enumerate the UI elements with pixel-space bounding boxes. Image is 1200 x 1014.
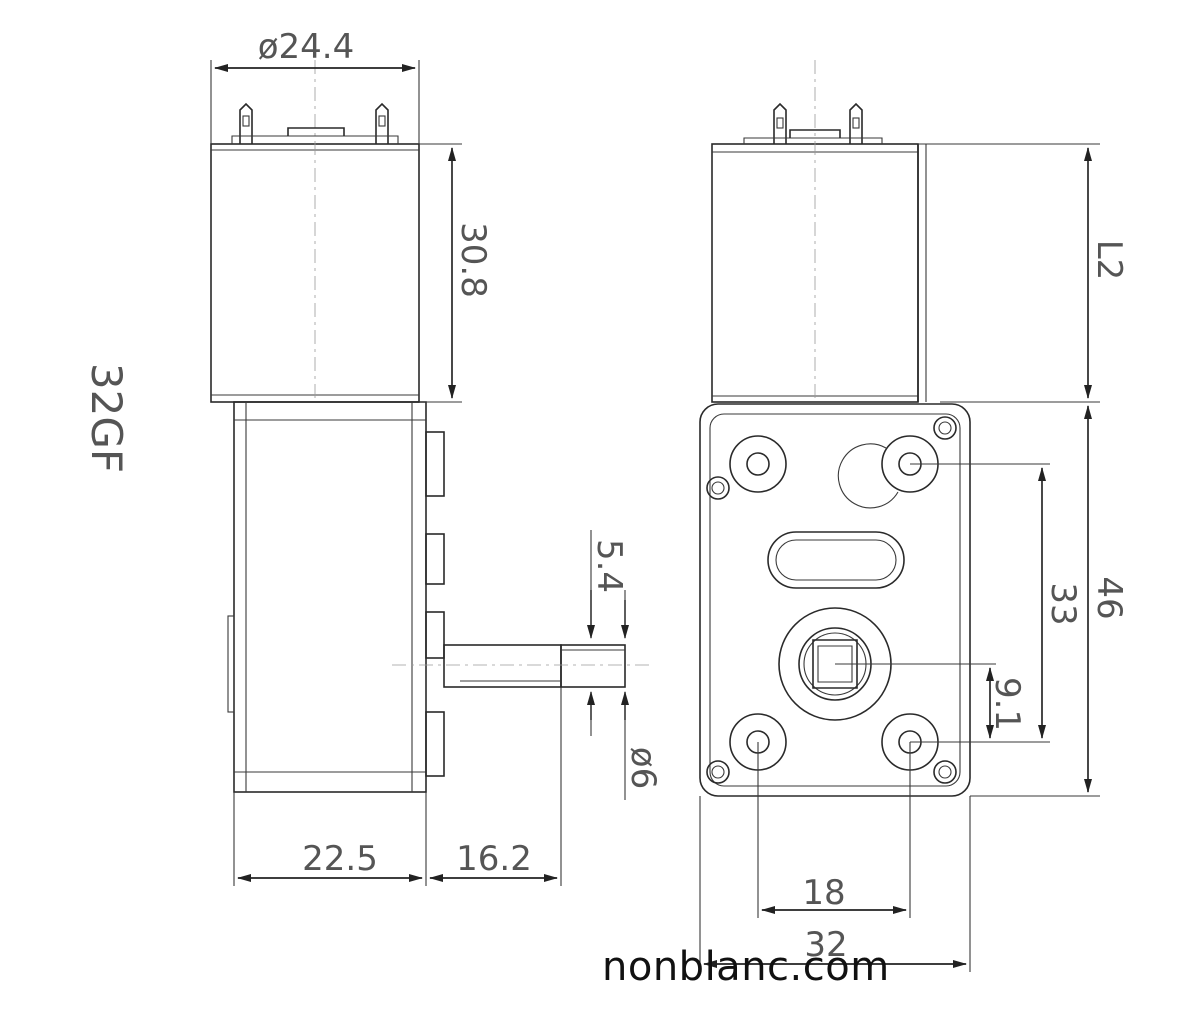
gearbox-plate-front (699, 403, 971, 797)
dim-label-motor-length-side: L2 (1089, 240, 1129, 281)
dim-shaft-length (429, 687, 562, 886)
dim-mount-hole-vertical (910, 463, 1050, 743)
dim-label-mount-hole-vertical: 33 (1043, 582, 1083, 625)
dim-shaft-offset (835, 663, 996, 739)
dim-label-gearbox-depth: 22.5 (302, 839, 378, 879)
corner-screw-top-right (933, 416, 957, 440)
mount-hole-top-right (837, 435, 939, 509)
motor-body-front (711, 60, 927, 403)
dim-motor-length (419, 143, 462, 403)
dim-gearbox-depth (233, 792, 427, 886)
model-label: 32GF (82, 363, 131, 473)
dim-label-shaft-offset: 9.1 (987, 677, 1027, 731)
dim-label-shaft-flat: 5.4 (589, 539, 629, 593)
gearbox-body-side (227, 401, 445, 793)
output-shaft-side (392, 644, 650, 688)
dim-label-shaft-length: 16.2 (456, 839, 532, 879)
oval-slot (767, 531, 905, 589)
dim-shaft-flat (587, 530, 629, 639)
motor-body-side (210, 60, 420, 403)
corner-screw-top-left (706, 476, 730, 500)
front-view: L2 46 33 9.1 18 (699, 60, 1129, 972)
dim-label-shaft-diameter: ø6 (623, 747, 663, 789)
dim-mount-hole-horizontal (757, 742, 911, 918)
dim-shaft-diameter (587, 691, 629, 800)
dim-motor-diameter (210, 60, 420, 144)
side-view: ø24.4 30.8 5.4 ø6 (210, 27, 663, 886)
brand-watermark: nonblanc.com (602, 944, 890, 990)
corner-screw-bottom-right (933, 760, 957, 784)
dim-label-gearbox-width: 32 (804, 925, 847, 965)
dim-motor-length-side (918, 143, 1100, 403)
dim-gearbox-width (699, 796, 971, 972)
corner-screw-bottom-left (706, 760, 730, 784)
mount-hole-top-left (729, 435, 787, 493)
dim-label-gearbox-height: 46 (1089, 576, 1129, 619)
dim-label-mount-hole-horizontal: 18 (802, 873, 845, 913)
output-shaft-front (778, 607, 892, 721)
dim-label-motor-length: 30.8 (453, 222, 493, 298)
dim-label-motor-diameter: ø24.4 (258, 27, 355, 67)
dim-gearbox-height (970, 405, 1100, 797)
